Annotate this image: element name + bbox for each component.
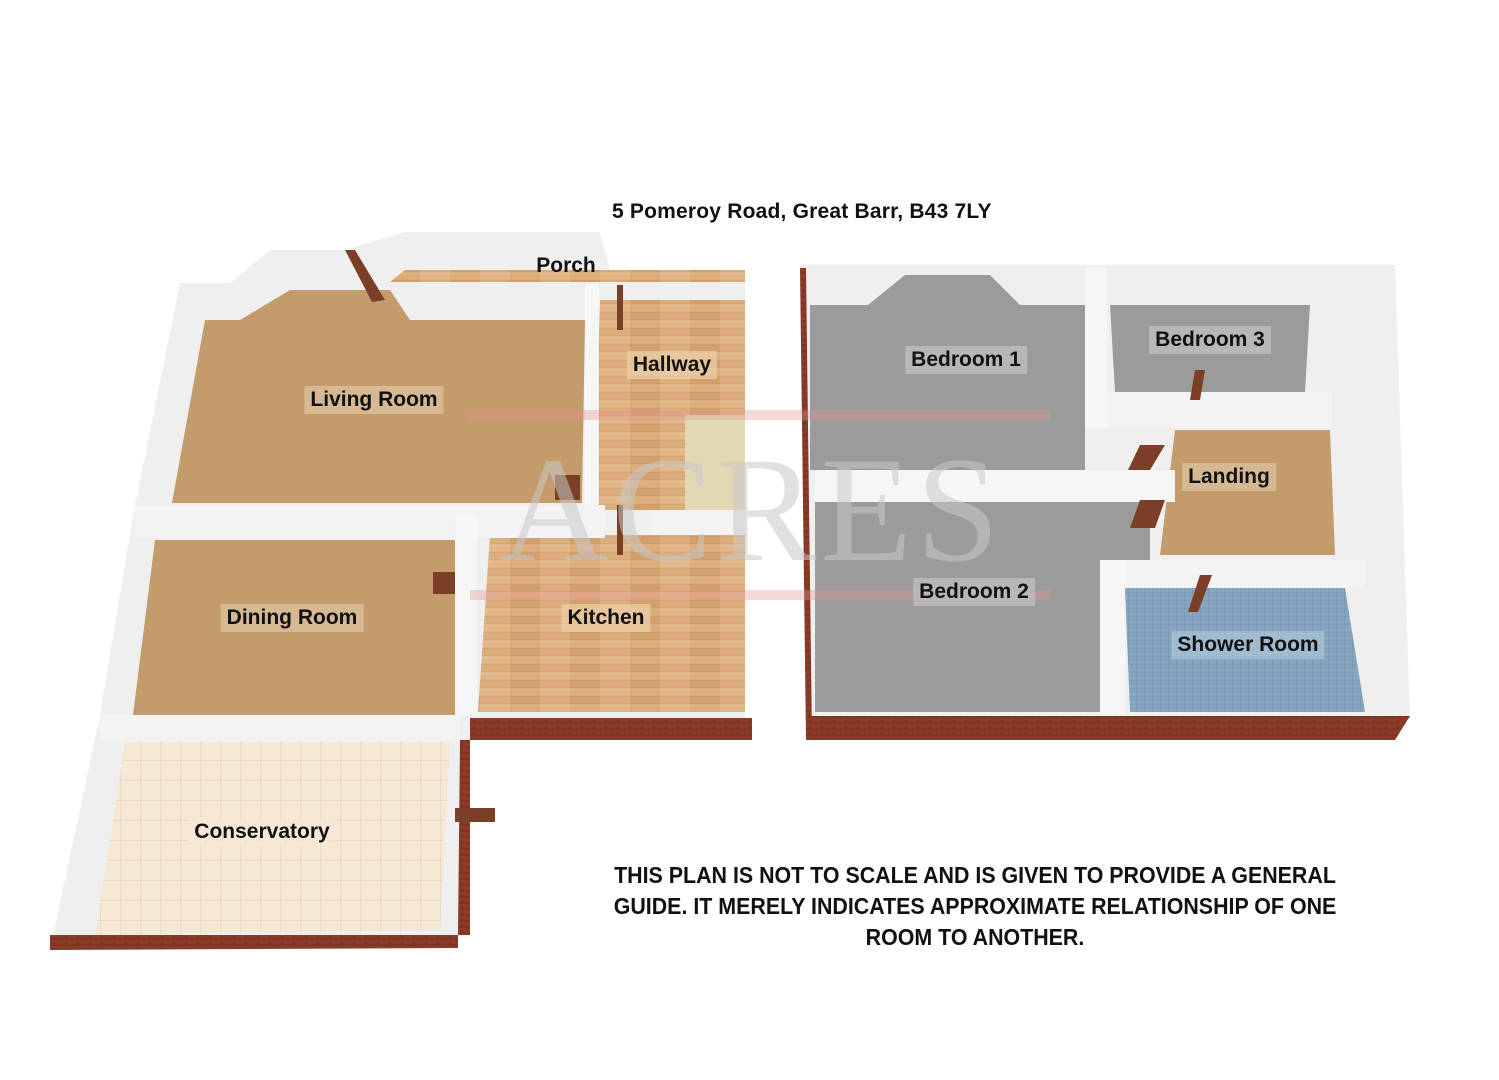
door-bedroom2 [1130,500,1165,528]
wall-hallway-kitchen [650,510,745,535]
wall-bedroom1-bedroom2 [815,470,1175,502]
hallway-stairs-runner [685,415,745,510]
wall-bedroom2-shower [1100,560,1125,715]
room-label-kitchen: Kitchen [561,604,651,632]
door-porch-living [345,250,385,302]
room-label-bedroom-1: Bedroom 1 [905,346,1027,374]
porch-floor [390,270,745,282]
room-label-landing: Landing [1182,463,1276,491]
room-label-conservatory: Conservatory [188,818,336,846]
room-label-bedroom-2: Bedroom 2 [913,578,1035,606]
brick-edge-left [800,268,812,740]
disclaimer-line-2: GUIDE. IT MERELY INDICATES APPROXIMATE R… [613,893,1337,919]
bedroom-2-floor [815,500,1150,712]
disclaimer-line-1: THIS PLAN IS NOT TO SCALE AND IS GIVEN T… [614,862,1336,888]
wall-bedroom3-landing [1107,392,1332,427]
brick-edge-kitchen [470,718,752,740]
brick-edge-bottom [808,716,1410,740]
room-label-porch: Porch [536,254,596,277]
first-floor [800,265,1410,740]
landing-floor [1160,430,1335,555]
door-porch-hallway [617,285,623,330]
scale-disclaimer: THIS PLAN IS NOT TO SCALE AND IS GIVEN T… [561,860,1389,953]
door-living-hallway [555,475,580,500]
door-bedroom3 [1190,370,1205,400]
room-label-hallway: Hallway [626,351,718,379]
wall-living-dining [135,505,605,538]
room-label-shower-room: Shower Room [1171,631,1325,659]
wall-dining-conservatory [100,715,460,742]
wall-landing-shower [1100,560,1365,588]
brick-edge-conservatory-right [458,740,470,935]
door-hallway-kitchen [617,505,623,555]
wall-bedroom1-bedroom3 [1085,268,1107,428]
room-label-dining-room: Dining Room [220,604,364,632]
wall-living-hallway [585,283,599,508]
dining-room-floor [133,540,455,735]
door-conservatory-exterior [455,808,495,822]
wall-dining-kitchen [455,515,477,715]
disclaimer-line-3: ROOM TO ANOTHER. [865,924,1085,950]
door-shower-room [1188,575,1212,612]
door-dining-kitchen [433,572,455,594]
ground-floor [50,232,752,950]
property-address-title: 5 Pomeroy Road, Great Barr, B43 7LY [612,200,992,223]
door-bedroom1 [1128,445,1165,470]
brick-edge-conservatory-bottom [50,935,458,950]
room-label-bedroom-3: Bedroom 3 [1149,326,1271,354]
room-label-living-room: Living Room [304,386,444,414]
